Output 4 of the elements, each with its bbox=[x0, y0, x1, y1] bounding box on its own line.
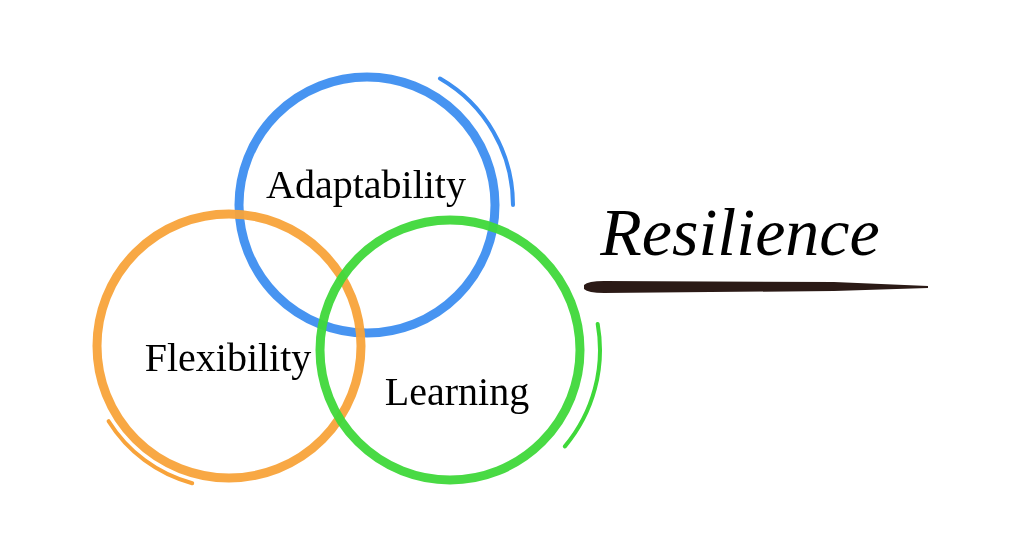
circle-label: Learning bbox=[384, 370, 530, 414]
title-heading: Resilience bbox=[600, 194, 880, 270]
circle-label: Adaptability bbox=[266, 163, 466, 207]
circle-label: Flexibility bbox=[144, 336, 312, 380]
